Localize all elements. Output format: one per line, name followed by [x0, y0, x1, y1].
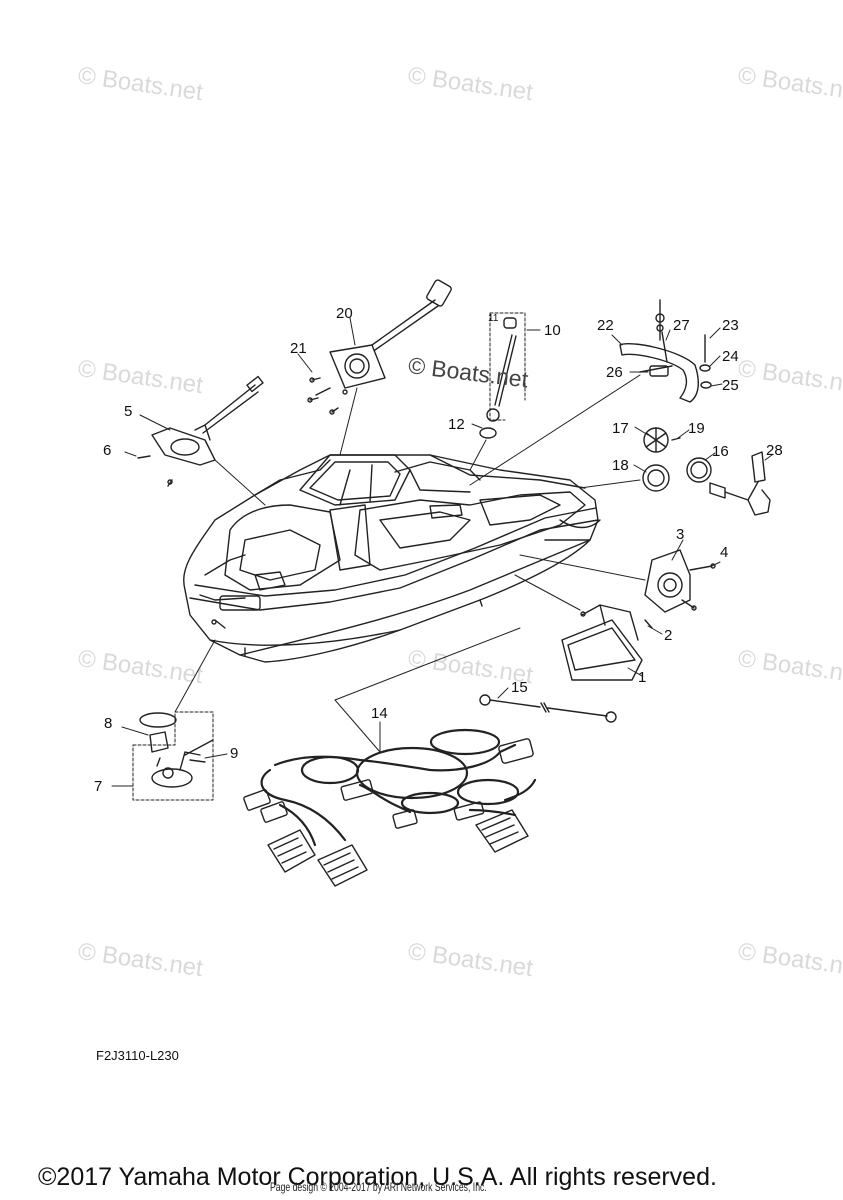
part-22-rail: [469, 299, 712, 486]
callout-18: 18: [612, 457, 629, 474]
callout-22: 22: [597, 317, 614, 334]
callout-26: 26: [606, 364, 623, 381]
callout-25: 25: [722, 377, 739, 394]
callout-15: 15: [511, 679, 528, 696]
part-15-cable: [479, 694, 617, 723]
callout-28: 28: [766, 442, 783, 459]
boat-hull: [183, 454, 601, 663]
callout-14: 14: [371, 705, 388, 722]
part-14-wire-harness: [243, 627, 537, 887]
callout-4: 4: [720, 544, 729, 561]
part-10-tube: [469, 312, 526, 471]
copyright-text: ©2017 Yamaha Motor Corporation, U.S.A. A…: [38, 1163, 717, 1191]
part-3-control-box: [519, 549, 716, 613]
callout-8: 8: [104, 715, 113, 732]
callout-3: 3: [676, 526, 685, 543]
callout-5: 5: [124, 403, 133, 420]
callout-27: 27: [673, 317, 690, 334]
part-20-cover: [307, 279, 452, 456]
part-5-fitting: [137, 375, 266, 506]
callout-2: 2: [664, 627, 673, 644]
page-design-credit: Page design © 2004-2017 by ARI Network S…: [270, 1180, 487, 1194]
callout-6: 6: [103, 442, 112, 459]
callout-19: 19: [688, 420, 705, 437]
callout-7: 7: [94, 778, 103, 795]
callout-17: 17: [612, 420, 629, 437]
callout-9: 9: [230, 745, 239, 762]
callout-23: 23: [722, 317, 739, 334]
callout-16: 16: [712, 443, 729, 460]
callout-12: 12: [448, 416, 465, 433]
callout-11: 11: [488, 313, 499, 324]
callout-20: 20: [336, 305, 353, 322]
parts-vents-sensor: [579, 427, 771, 516]
diagram-code: F2J3110-L230: [96, 1048, 179, 1063]
callout-24: 24: [722, 348, 739, 365]
callout-leaders: [111, 317, 773, 787]
part-1-battery-tray: [514, 574, 653, 681]
part-7-fitting: [132, 639, 216, 801]
callout-1: 1: [638, 669, 647, 686]
callout-21: 21: [290, 340, 307, 357]
callout-10: 10: [544, 322, 561, 339]
